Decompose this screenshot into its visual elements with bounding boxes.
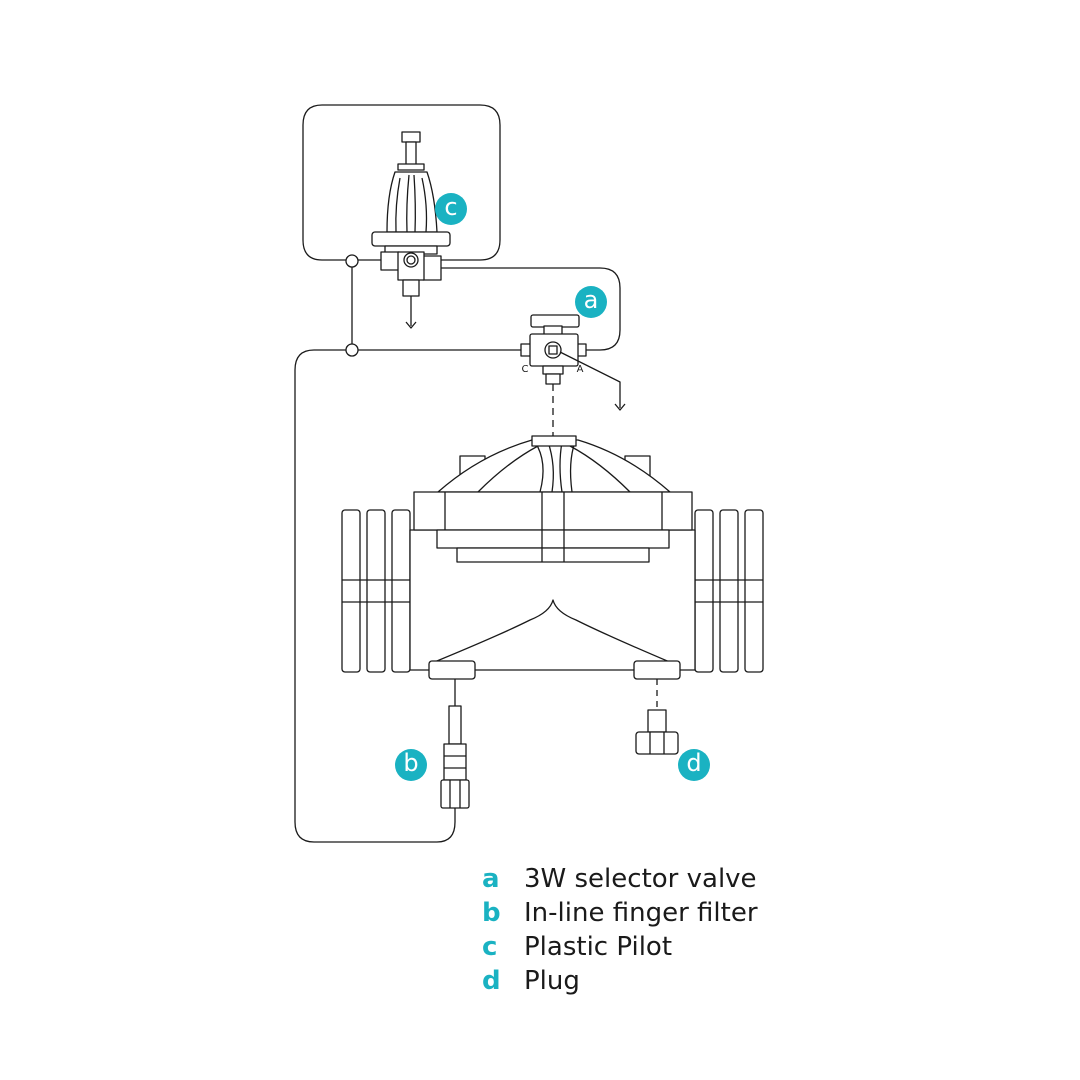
legend-key: d bbox=[482, 966, 501, 996]
tube-junction-top bbox=[345, 254, 359, 268]
main-tube-loop bbox=[294, 349, 522, 843]
legend-key: a bbox=[482, 864, 500, 894]
legend-item-b: b In-line finger filter bbox=[480, 896, 758, 930]
legend-item-c: c Plastic Pilot bbox=[480, 930, 758, 964]
svg-text:b: b bbox=[403, 749, 418, 777]
tube-junction-bottom bbox=[345, 343, 359, 357]
svg-text:c: c bbox=[444, 193, 457, 221]
legend-key: c bbox=[482, 932, 498, 962]
svg-text:a: a bbox=[584, 286, 599, 314]
main-valve-body bbox=[341, 435, 764, 680]
badge-b: b bbox=[395, 749, 427, 781]
legend-label: Plastic Pilot bbox=[524, 932, 673, 962]
legend-item-d: d Plug bbox=[480, 964, 758, 998]
selector-valve-3w bbox=[520, 314, 626, 411]
legend-label: 3W selector valve bbox=[524, 864, 757, 894]
legend: a 3W selector valve b In-line finger fil… bbox=[480, 862, 758, 998]
port-label-a: A bbox=[577, 364, 584, 375]
badge-d: d bbox=[678, 749, 710, 781]
upper-tube bbox=[440, 267, 621, 351]
legend-label: Plug bbox=[524, 966, 580, 996]
plug bbox=[635, 679, 679, 755]
legend-label: In-line finger filter bbox=[524, 898, 758, 928]
badge-c: c bbox=[435, 193, 467, 225]
plastic-pilot bbox=[371, 131, 451, 329]
pilot-tube-loop bbox=[302, 104, 501, 261]
inline-finger-filter bbox=[440, 679, 470, 809]
legend-key: b bbox=[482, 898, 501, 928]
port-label-c: C bbox=[522, 364, 529, 375]
svg-text:d: d bbox=[686, 749, 701, 777]
legend-item-a: a 3W selector valve bbox=[480, 862, 758, 896]
badge-a: a bbox=[575, 286, 607, 318]
